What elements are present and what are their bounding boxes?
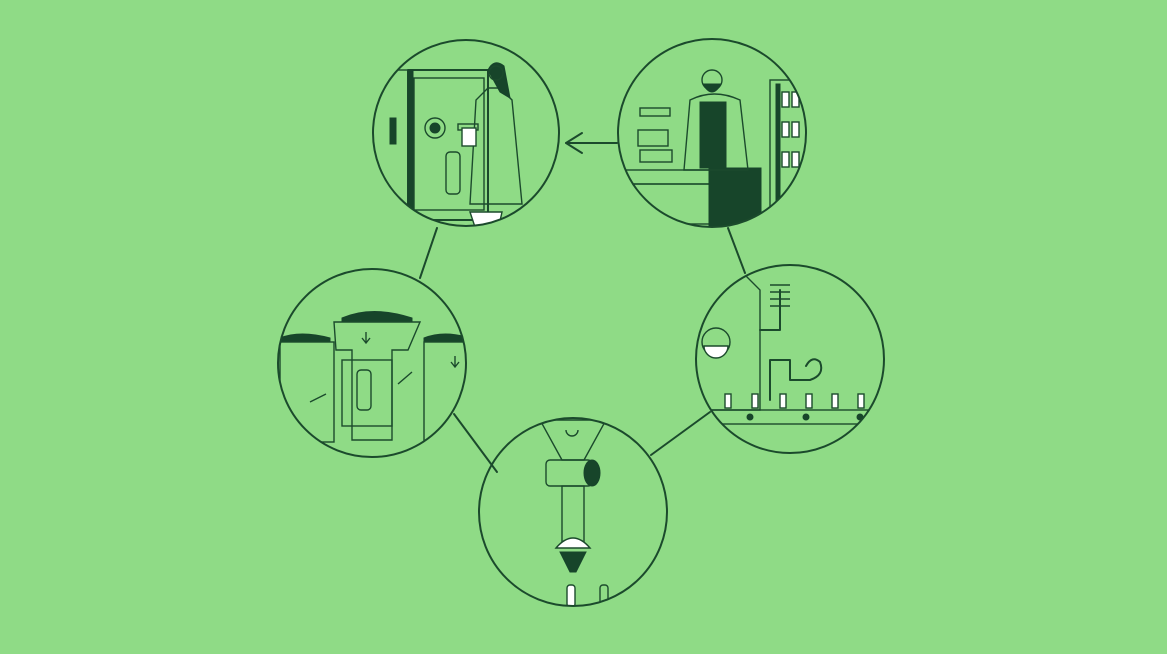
connectors xyxy=(419,132,746,473)
bottling-line-icon xyxy=(695,264,885,454)
woman-returning-bottle-icon xyxy=(372,39,560,227)
connector-line xyxy=(650,411,711,456)
connector-line xyxy=(453,413,498,473)
connector-line xyxy=(419,227,438,279)
arrow-head-icon xyxy=(565,132,583,154)
shredder-pellet-icon xyxy=(478,417,668,607)
cashier-icon xyxy=(617,38,807,228)
connector-line xyxy=(727,227,746,274)
sorting-bins-icon xyxy=(277,268,467,458)
